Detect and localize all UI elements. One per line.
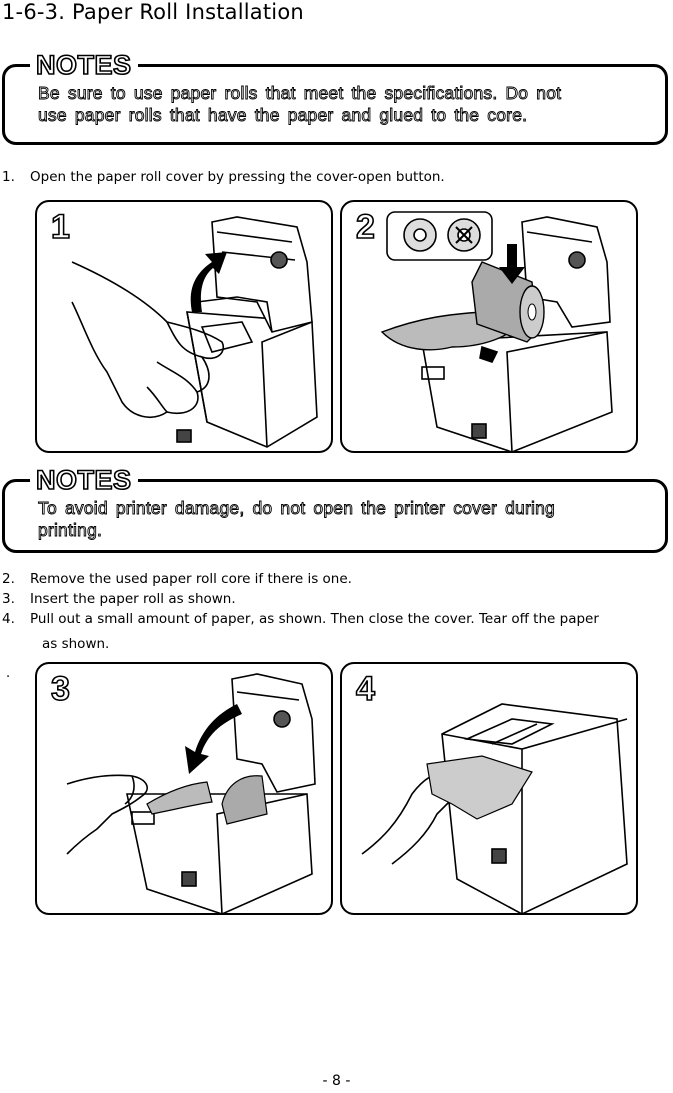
open-cover-illustration — [71, 216, 318, 448]
page-number: - 8 - — [322, 1073, 351, 1089]
notes-text-line: use paper rolls that have the paper and … — [38, 105, 528, 126]
panel-number: 1 — [50, 207, 71, 247]
notes-title: NOTES — [30, 464, 138, 496]
step-4: 4. Pull out a small amount of paper, as s… — [2, 611, 599, 627]
step-text: Insert the paper roll as shown. — [30, 591, 236, 607]
step-2: 2. Remove the used paper roll core if the… — [2, 571, 352, 587]
section-heading: 1-6-3. Paper Roll Installation — [2, 0, 304, 24]
panel-number: 3 — [50, 669, 71, 709]
insert-roll-illustration — [380, 211, 613, 451]
step-text: Pull out a small amount of paper, as sho… — [30, 611, 599, 627]
notes-box-paper-spec — [2, 64, 668, 145]
wrong-roll-icon — [447, 218, 481, 252]
step-number: 2. — [2, 571, 15, 587]
correct-roll-icon — [403, 218, 437, 252]
step-text: Open the paper roll cover by pressing th… — [30, 169, 445, 185]
step-1: 1. Open the paper roll cover by pressing … — [2, 169, 445, 185]
step-number: 3. — [2, 591, 15, 607]
stray-dot: . — [6, 666, 11, 681]
panel-number: 4 — [355, 669, 376, 709]
pull-paper-illustration — [66, 673, 316, 913]
illustration-panel-2: 2 — [340, 200, 638, 453]
tear-paper-illustration — [361, 703, 628, 913]
panel-number: 2 — [355, 207, 376, 247]
illustration-panel-1: 1 — [35, 200, 333, 453]
illustration-panel-3: 3 — [35, 662, 333, 915]
illustration-panel-4: 4 — [340, 662, 638, 915]
notes-box-cover-warning — [2, 479, 668, 553]
step-4-continuation: as shown. — [42, 636, 110, 652]
notes-text-line: printing. — [38, 520, 103, 541]
notes-title: NOTES — [30, 49, 138, 81]
notes-text-line: Be sure to use paper rolls that meet the… — [38, 83, 562, 104]
step-number: 4. — [2, 611, 15, 627]
step-3: 3. Insert the paper roll as shown. — [2, 591, 236, 607]
notes-text-line: To avoid printer damage, do not open the… — [38, 498, 556, 519]
step-text: Remove the used paper roll core if there… — [30, 571, 352, 587]
step-number: 1. — [2, 169, 15, 185]
